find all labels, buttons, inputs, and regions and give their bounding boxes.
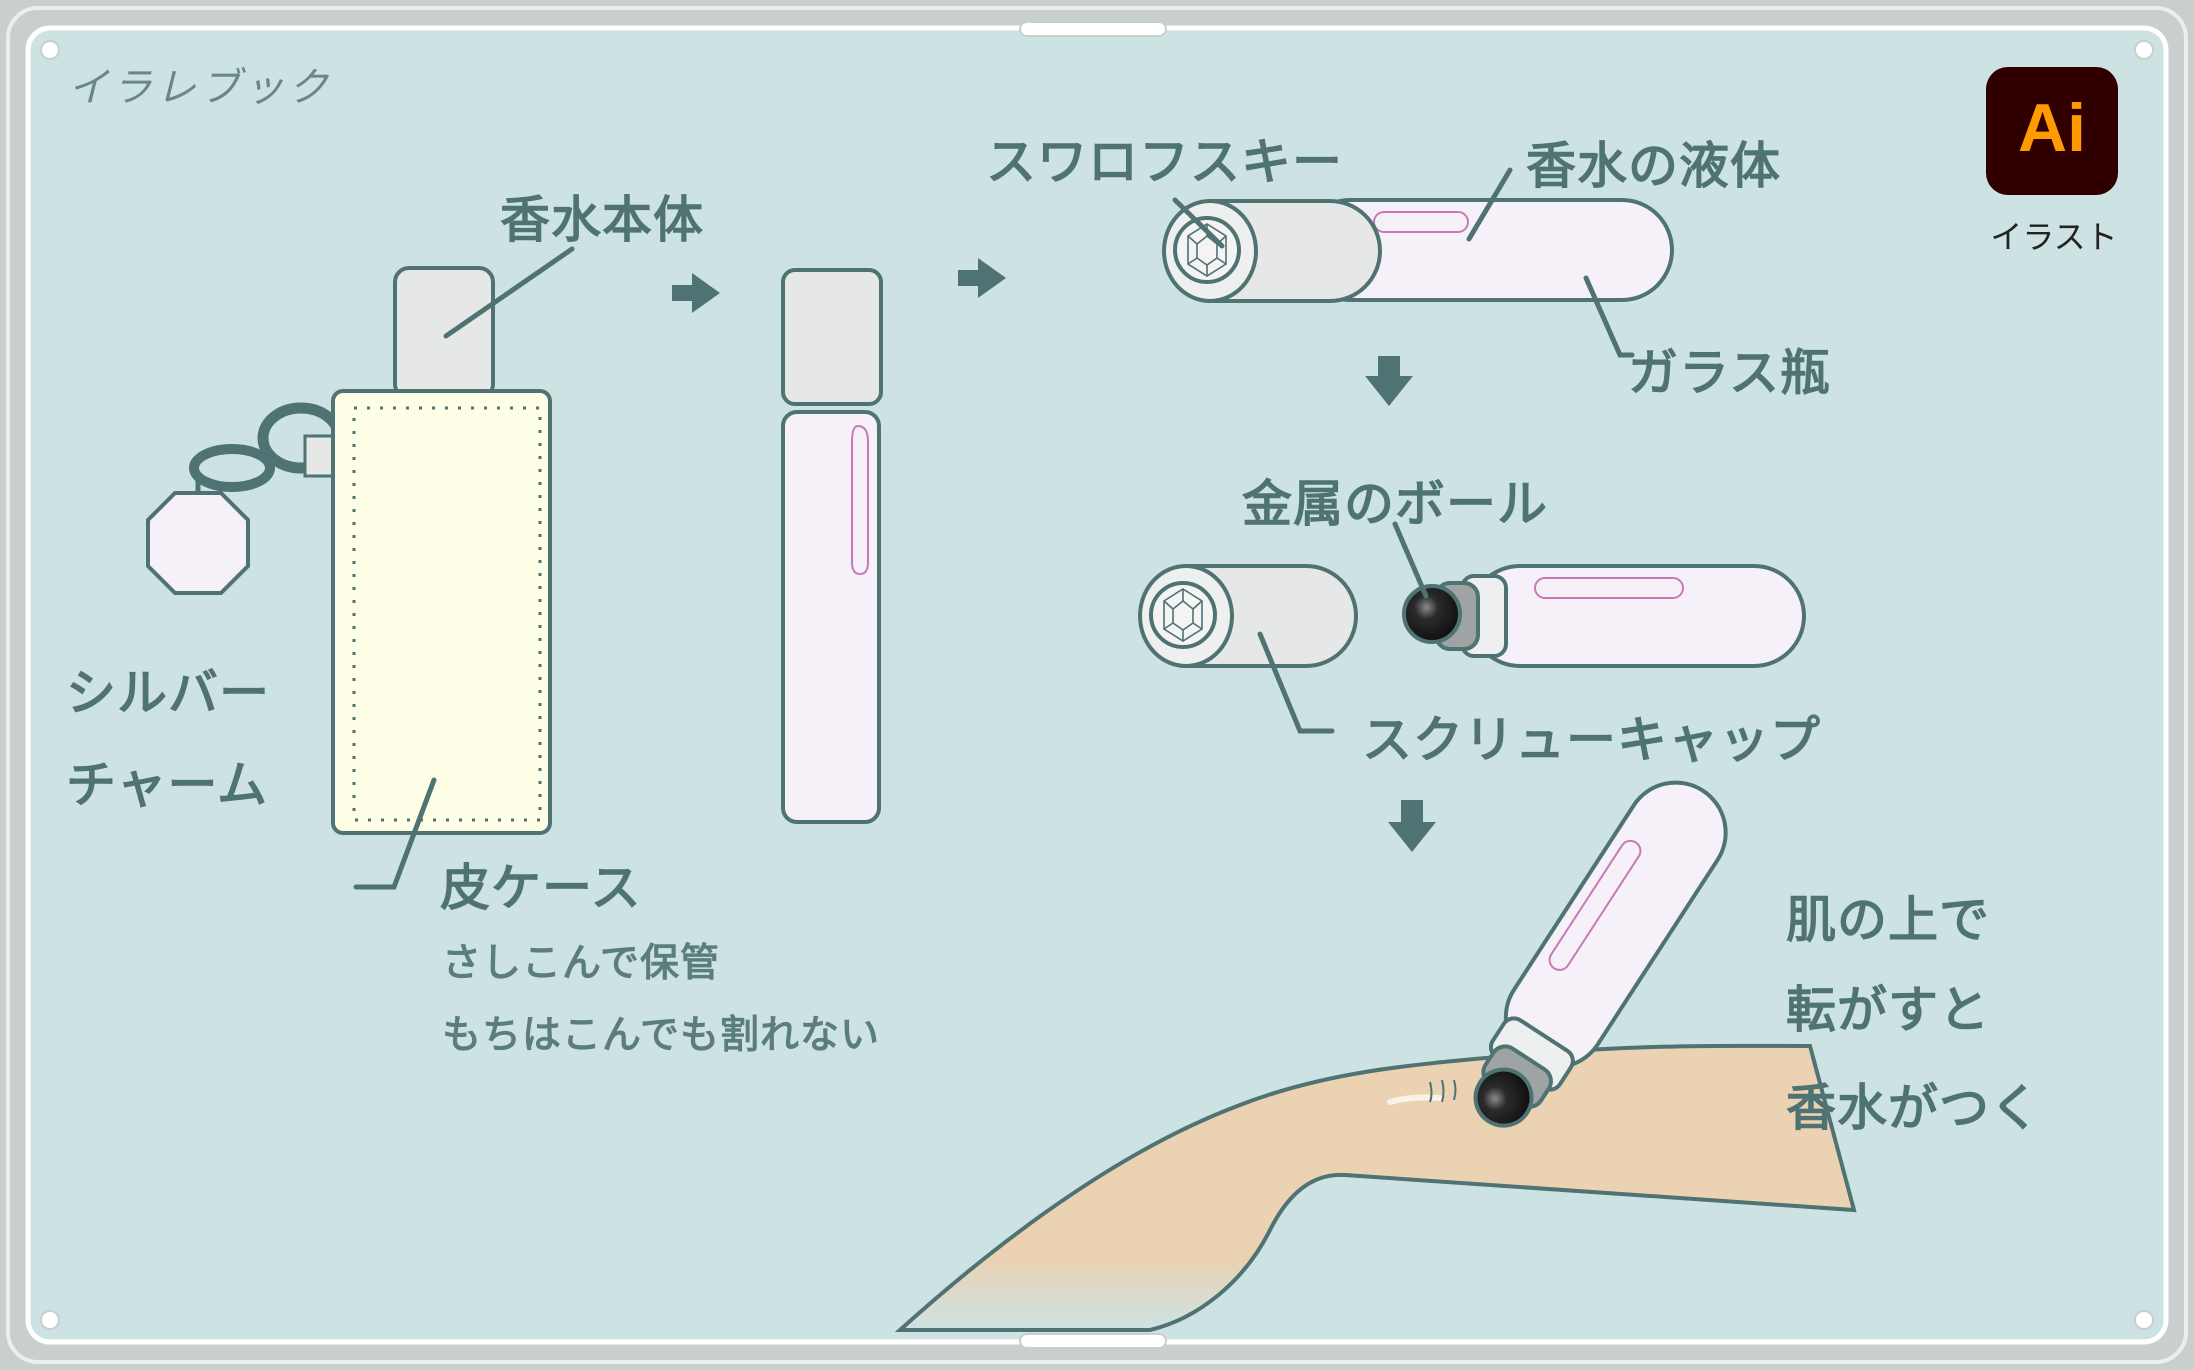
separated-cap xyxy=(1140,566,1356,666)
note-line2: もちはこんでも割れない xyxy=(442,1004,880,1060)
capped-roller xyxy=(1164,200,1672,301)
label-perfume-body: 香水本体 xyxy=(500,180,704,252)
label-leather-case: 皮ケース xyxy=(440,848,642,920)
bare-perfume-bottle xyxy=(783,270,881,822)
note-line1: さしこんで保管 xyxy=(442,932,720,988)
bottle-glass xyxy=(783,412,879,822)
label-perfume-liquid: 香水の液体 xyxy=(1526,126,1781,198)
label-silver-charm-line2: チャーム xyxy=(66,745,268,817)
label-skin-line3: 香水がつく xyxy=(1786,1068,2041,1140)
label-swarovski: スワロフスキー xyxy=(986,122,1343,194)
ai-logo-text: Ai xyxy=(1986,89,2118,167)
perfume-cap-top xyxy=(395,268,493,398)
label-skin-line1: 肌の上で xyxy=(1786,880,1990,952)
label-silver-charm-line1: シルバー xyxy=(66,653,270,725)
illustrator-app-icon: Ai xyxy=(1986,67,2118,195)
label-skin-line2: 転がすと xyxy=(1786,970,1990,1042)
ai-caption: イラスト xyxy=(1980,212,2128,258)
brand-logo: イラレブック xyxy=(68,55,332,113)
leather-case xyxy=(333,391,550,833)
bottle-cap xyxy=(783,270,881,404)
label-glass-bottle: ガラス瓶 xyxy=(1628,333,1831,405)
label-metal-ball: 金属のボール xyxy=(1242,464,1548,536)
label-screw-cap: スクリューキャップ xyxy=(1362,700,1821,772)
open-roller xyxy=(1404,566,1804,666)
charm-octagon xyxy=(148,493,248,593)
metal-ball xyxy=(1404,586,1460,642)
